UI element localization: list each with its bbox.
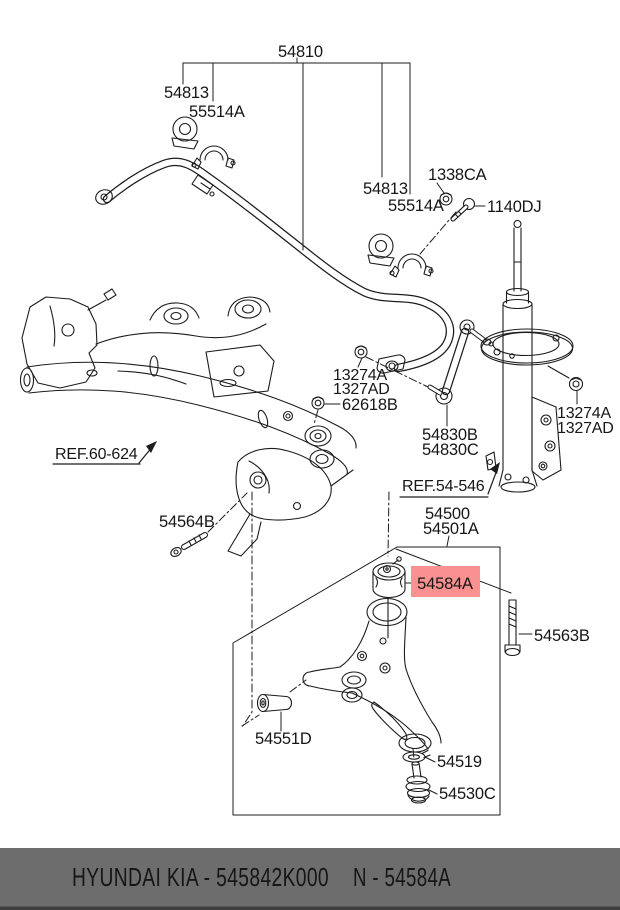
part-number-banner: HYUNDAI KIA - 545842K000 N - 54584A [0,848,620,910]
bracket-55514A-left-icon [191,145,236,170]
bolt-1140DJ-icon [450,197,476,222]
part-labels: 54810 54813 55514A 54813 55514A 1338CA 1… [55,43,614,803]
label-ref-54-546[interactable]: REF.54-546 [402,478,485,495]
bushing-54813-left-icon [171,116,199,150]
ref-strut-arrow [399,462,500,498]
label-54500[interactable]: 54500 [425,505,470,523]
bolt-54564B-drawing [170,532,208,557]
nut-1338CA-icon [439,192,453,206]
banner-bottom-edge [0,906,620,910]
label-55514A-left[interactable]: 55514A [189,103,245,121]
label-1338CA[interactable]: 1338CA [428,166,487,184]
crossmember-drawing [19,288,357,557]
bracket-55514A-right-icon [389,253,434,278]
label-54810[interactable]: 54810 [278,43,323,61]
ball-joint-54530C-drawing [405,761,431,804]
label-54564B[interactable]: 54564B [159,513,215,531]
label-1327AD-left[interactable]: 1327AD [333,381,390,398]
label-54830C[interactable]: 54830C [422,441,479,459]
label-55514A-right[interactable]: 55514A [388,197,444,215]
label-bracket-54810 [182,57,411,251]
label-54813-left[interactable]: 54813 [164,84,209,102]
label-54813-right[interactable]: 54813 [363,180,408,198]
label-54501A[interactable]: 54501A [423,520,479,538]
label-54563B[interactable]: 54563B [534,627,590,645]
bushing-54813-right-icon [367,233,395,267]
label-1327AD-right[interactable]: 1327AD [557,420,614,437]
bolt-54563B-drawing [504,599,521,657]
nut-62618B-icon [311,396,325,410]
stabilizer-bar-drawing [95,157,455,374]
washer-54519-drawing [402,749,431,763]
leader-lines [280,182,578,795]
control-arm-drawing [302,597,442,753]
banner-oem-code: HYUNDAI KIA - 545842K000 [72,862,329,892]
banner-part-number: N - 54584A [353,862,451,892]
label-54584A-highlighted[interactable]: 54584A [417,575,473,593]
bushing-54584A-drawing [372,556,406,599]
ref-crossmember-arrow [52,441,157,465]
label-54519[interactable]: 54519 [437,753,482,771]
highlight-box-54584A[interactable] [411,566,480,597]
bushing-54551D-drawing [256,693,293,713]
label-13274A-right[interactable]: 13274A [557,405,612,422]
label-ref-60-624[interactable]: REF.60-624 [55,446,138,463]
label-62618B[interactable]: 62618B [342,396,398,414]
explode-axes [207,211,457,760]
label-54530C[interactable]: 54530C [439,785,496,803]
banner-background [0,848,620,910]
nut-13274A-right-icon [568,376,584,392]
nut-13274A-left-icon [354,345,368,359]
label-54830B[interactable]: 54830B [422,426,478,444]
stabilizer-link-drawing [427,319,494,405]
label-54551D[interactable]: 54551D [255,730,312,748]
label-1140DJ[interactable]: 1140DJ [487,198,542,216]
strut-drawing [480,219,574,493]
label-13274A-left[interactable]: 13274A [333,367,388,384]
